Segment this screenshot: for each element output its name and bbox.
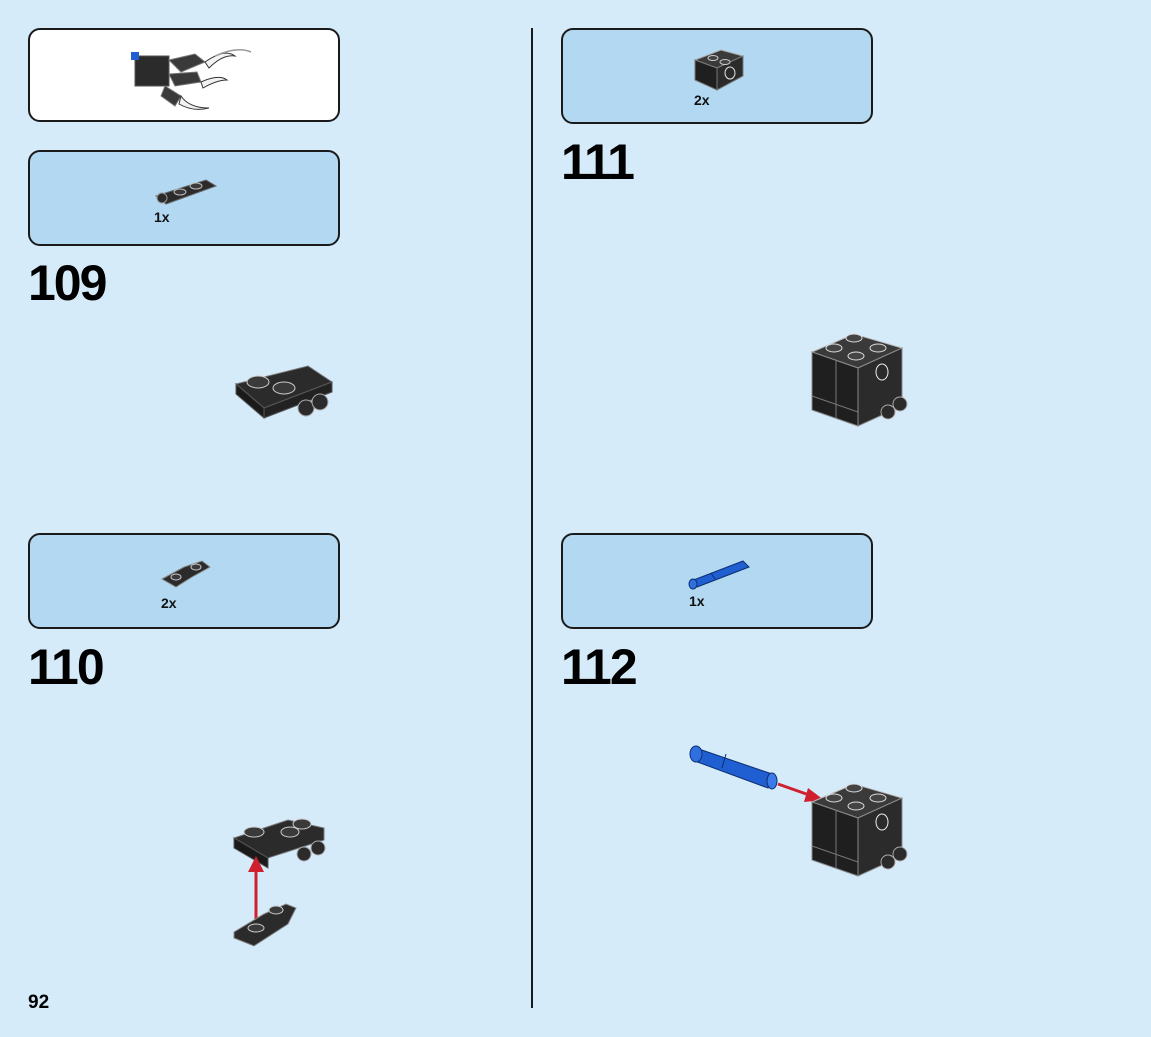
claw-assembly-image: [131, 49, 252, 110]
part-quantity: 2x: [161, 595, 177, 611]
curved-plate-part-icon: [160, 560, 211, 588]
step-109-model-image: [234, 365, 334, 420]
column-divider: [531, 28, 533, 1008]
step-number-111: 111: [561, 134, 635, 190]
blue-axle-pin: [689, 745, 778, 790]
step-111-model-image: [810, 333, 908, 427]
step-112-model-image: [689, 745, 908, 877]
part-quantity: 1x: [689, 593, 705, 609]
parts-box-step-112: 1x: [561, 533, 873, 629]
part-quantity: 1x: [154, 209, 170, 225]
axle-pin-part-icon: [688, 560, 750, 590]
step-number-110: 110: [28, 639, 105, 695]
step-number-112: 112: [561, 639, 638, 695]
page-number: 92: [28, 992, 50, 1013]
subassembly-callout: [28, 28, 340, 122]
parts-box-step-111: 2x: [561, 28, 873, 124]
parts-box-step-110: 2x: [28, 533, 340, 629]
parts-box-step-109: 1x: [28, 150, 340, 246]
part-quantity: 2x: [694, 92, 710, 108]
step-number-109: 109: [28, 255, 107, 311]
placement-arrow: [248, 856, 264, 928]
step-110-model-image: [232, 818, 326, 947]
technic-brick-part-icon: [693, 49, 745, 91]
plate-clip-part-icon: [154, 179, 218, 205]
